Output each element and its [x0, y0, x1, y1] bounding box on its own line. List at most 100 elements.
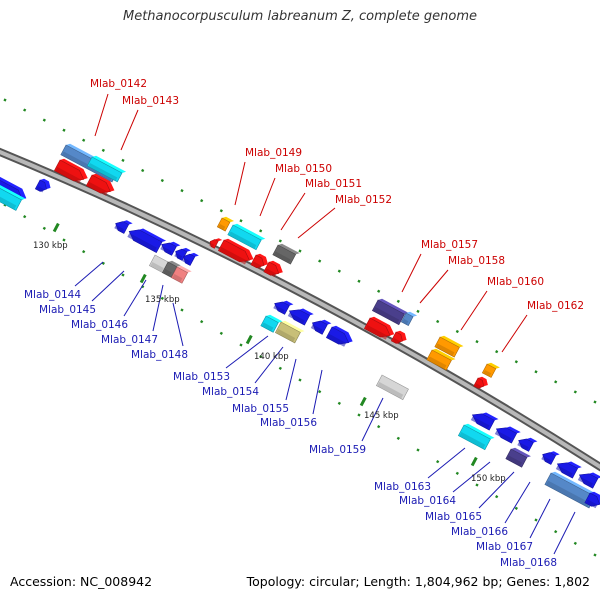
tick-mark-inner — [278, 366, 282, 370]
tick-mark-inner — [318, 390, 322, 394]
tick-mark-outer — [141, 168, 145, 173]
gene-mlab-0157-cds — [363, 316, 395, 340]
fwd-mlab-0157-label: Mlab_0157 — [421, 239, 478, 251]
tick-mark-outer — [573, 390, 577, 394]
rev-mlab-0163-label: Mlab_0163 — [374, 481, 431, 493]
scale-major-tick — [245, 334, 253, 345]
rev-mlab-0154-leader — [254, 346, 284, 384]
genome-backbone — [0, 149, 600, 470]
gene-mlab-0165 — [517, 437, 538, 452]
tick-mark-outer — [42, 118, 46, 122]
gene-mlab-0163b — [457, 423, 495, 451]
gene-mlab-0153b — [260, 314, 283, 333]
gene-mlab-0147b — [161, 260, 181, 278]
gene-mlab-0145 — [127, 228, 167, 253]
rev-mlab-0146-leader — [123, 279, 147, 317]
rev-mlab-0153-label: Mlab_0153 — [173, 371, 230, 383]
fwd-mlab-0158-leader — [419, 269, 449, 304]
tick-mark-inner — [436, 460, 440, 464]
scale-major-tick — [470, 456, 478, 467]
gene-mlab-0146 — [160, 241, 181, 256]
gene-mlab-0143 — [86, 155, 127, 183]
gene-mlab-0158-cds — [390, 330, 407, 345]
tick-mark-outer — [495, 350, 499, 354]
tick-mark-outer — [239, 219, 243, 223]
gene-mlab-0164 — [494, 426, 521, 444]
tick-mark-inner — [200, 320, 204, 324]
gene-mlab-0167 — [577, 472, 600, 489]
rev-mlab-0168-leader — [553, 511, 576, 555]
tick-mark-outer — [475, 339, 479, 344]
gene-mlab-0153 — [273, 300, 294, 315]
gene-mlab-0165b — [505, 447, 531, 468]
rev-mlab-0165-leader — [478, 471, 515, 509]
tick-mark-outer — [101, 148, 105, 152]
rev-mlab-0166-label: Mlab_0166 — [451, 526, 508, 538]
gene-mlab-0156 — [325, 325, 353, 347]
gene-mlab-0146c — [182, 252, 199, 266]
rev-mlab-0155-label: Mlab_0155 — [232, 403, 289, 415]
rev-mlab-0147-leader — [152, 284, 164, 332]
gene-mlab-0151b — [263, 260, 283, 278]
rev-mlab-0148-leader — [172, 302, 184, 347]
gene-mlab-0158 — [400, 311, 418, 326]
gene-mlab-0144 — [114, 220, 133, 234]
backbone-layer — [0, 147, 600, 472]
rev-mlab-0166-leader — [504, 481, 531, 524]
tick-mark-inner — [82, 250, 86, 254]
fwd-mlab-0151-leader — [280, 192, 306, 231]
tick-mark-inner — [593, 553, 597, 557]
scale-major-tick — [359, 396, 367, 407]
fwd-mlab-0152-leader — [297, 207, 336, 239]
fwd-mlab-0150-label: Mlab_0150 — [275, 163, 332, 175]
tick-mark-outer — [62, 128, 66, 132]
rev-mlab-0164-label: Mlab_0164 — [399, 495, 456, 507]
scale-major-tick — [139, 273, 147, 284]
gene-mlab-0167b — [544, 471, 600, 509]
tick-mark-inner — [475, 483, 479, 487]
tick-mark-outer — [259, 229, 263, 233]
rev-mlab-0156-leader — [312, 369, 323, 415]
tick-mark-inner — [337, 401, 341, 405]
rev-mlab-0156-label: Mlab_0156 — [260, 417, 317, 429]
rev-mlab-0154-label: Mlab_0154 — [202, 386, 259, 398]
gene-mlab-0142-cds — [53, 158, 88, 184]
rev-mlab-0164-leader — [452, 461, 491, 493]
rev-mlab-0145-label: Mlab_0145 — [39, 304, 96, 316]
gene-cyan-left — [0, 180, 26, 211]
gene-mlab-0155 — [310, 319, 332, 335]
gene-mlab-0160 — [434, 335, 464, 358]
rev-mlab-0148-label: Mlab_0148 — [131, 349, 188, 361]
tick-mark-inner — [416, 448, 420, 452]
tick-mark-inner — [396, 436, 400, 440]
tick-mark-outer — [200, 199, 204, 203]
tick-mark-outer — [436, 319, 440, 324]
rev-mlab-0155-leader — [285, 358, 297, 401]
tick-mark-outer — [514, 360, 518, 364]
rev-mlab-0168-label: Mlab_0168 — [500, 557, 557, 569]
tick-mark-inner — [554, 530, 558, 534]
rev-mlab-0167-leader — [529, 498, 551, 539]
gene-mlab-0150 — [227, 223, 266, 251]
gene-mlab-0146b — [174, 247, 191, 261]
gene-mlab-0150-cds — [217, 238, 254, 265]
tick-mark-outer — [396, 299, 400, 303]
tick-mark-outer — [416, 309, 420, 314]
gene-mlab-0152 — [272, 243, 300, 265]
gene-mlab-0162 — [481, 362, 500, 378]
scale-label: 140 kbp — [254, 352, 289, 362]
scale-major-tick — [52, 222, 60, 233]
fwd-mlab-0143-label: Mlab_0143 — [122, 95, 179, 107]
gene-mlab-0163 — [470, 412, 499, 431]
fwd-mlab-0151-label: Mlab_0151 — [305, 178, 362, 190]
fwd-mlab-0158-label: Mlab_0158 — [448, 255, 505, 267]
rev-mlab-0165-label: Mlab_0165 — [425, 511, 482, 523]
tick-mark-inner — [495, 495, 499, 499]
tick-mark-inner — [298, 378, 302, 382]
tick-layer — [3, 98, 597, 557]
gene-mlab-0154b — [274, 320, 305, 344]
tick-mark-outer — [160, 178, 164, 183]
tick-mark-inner — [259, 355, 263, 359]
